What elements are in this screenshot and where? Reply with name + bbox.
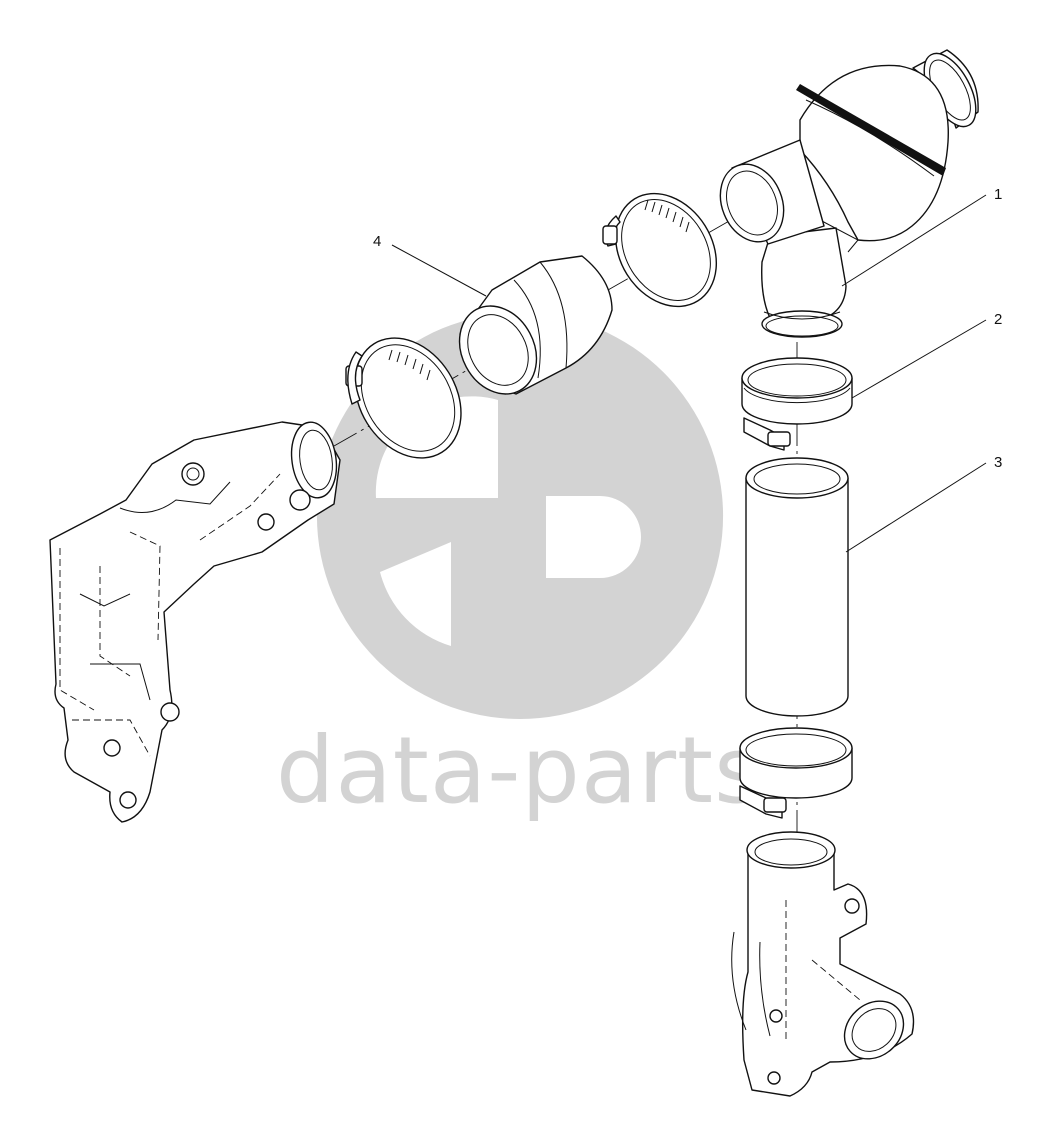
part-1-thermostat-housing: [719, 49, 979, 338]
hose-clamp-lower: [739, 727, 853, 819]
callout-numbers: 1 2 3 4: [373, 186, 1002, 471]
callout-2: 2: [994, 311, 1002, 328]
watermark-logo-icon: [316, 312, 724, 719]
watermark-text: data-parts: [276, 717, 763, 824]
part-4-connector-hose: [458, 255, 613, 395]
watermark: data-parts: [276, 312, 763, 824]
left-water-manifold: [49, 421, 341, 823]
hose-clamp-left: [345, 337, 462, 459]
callout-leaders: [391, 194, 987, 553]
part-3-straight-hose: [745, 457, 849, 717]
callout-1: 1: [994, 186, 1002, 203]
callout-4: 4: [373, 233, 381, 250]
clamp-band-serrations: [644, 199, 690, 233]
clamp-band-serrations: [388, 349, 431, 381]
part-2-hose-clamp: [741, 357, 853, 451]
lower-outlet-fitting: [731, 831, 915, 1097]
callout-3: 3: [994, 454, 1002, 471]
hose-clamp-upper-right: [602, 192, 718, 308]
